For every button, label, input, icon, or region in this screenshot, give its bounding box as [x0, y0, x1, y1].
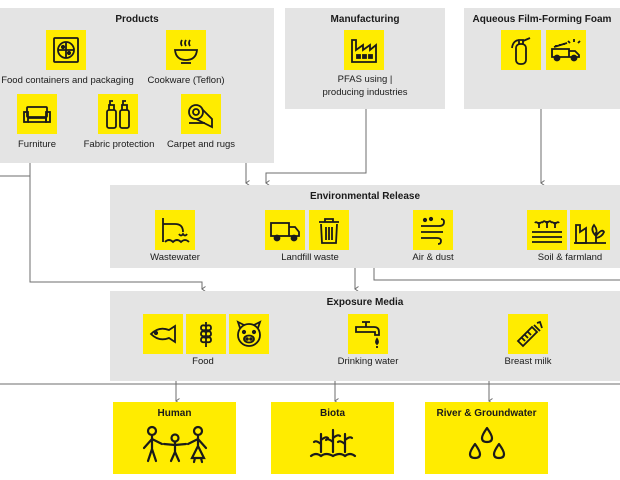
carpet-label: Carpet and rugs [166, 139, 236, 150]
manufacturing-label-line1: PFAS using | [337, 74, 393, 85]
landfill-label: Landfill waste [281, 252, 339, 263]
sofa-icon [17, 94, 57, 134]
baby-bottle-icon [508, 314, 548, 354]
human-box: Human [113, 402, 236, 474]
soil-label: Soil & farmland [537, 252, 603, 263]
cookware-label: Cookware (Teflon) [147, 75, 225, 86]
biota-box: Biota [271, 402, 394, 474]
river-groundwater-title: River & Groundwater [436, 408, 537, 419]
human-title: Human [157, 408, 192, 419]
food-containers-label: Food containers and packaging [1, 75, 134, 86]
faucet-icon [348, 314, 388, 354]
farmland-icon [527, 210, 567, 250]
pig-icon [229, 314, 269, 354]
fire-extinguisher-icon [501, 30, 541, 70]
manufacturing-title: Manufacturing [330, 14, 400, 25]
biota-title: Biota [320, 408, 345, 419]
wastewater-pipe-icon [155, 210, 195, 250]
drinking-water-label: Drinking water [337, 356, 399, 367]
carpet-roll-icon [181, 94, 221, 134]
wind-icon [413, 210, 453, 250]
connector-release-right [373, 268, 620, 281]
connector-manufacturing-to-release [265, 109, 367, 186]
wheat-icon [186, 314, 226, 354]
environmental-release-box: Environmental Release Wastewater Landfil… [110, 185, 620, 268]
afff-title: Aqueous Film-Forming Foam [472, 14, 612, 25]
fish-icon [143, 314, 183, 354]
manufacturing-label-line2: producing industries [322, 87, 408, 98]
furniture-label: Furniture [17, 139, 56, 150]
products-title: Products [115, 14, 159, 25]
fabric-protection-label: Fabric protection [83, 139, 155, 150]
factory-plant-icon [570, 210, 610, 250]
exposure-media-title: Exposure Media [326, 297, 404, 308]
bowl-icon [166, 30, 206, 70]
factory-icon [344, 30, 384, 70]
water-drops-icon [468, 426, 506, 460]
environmental-release-title: Environmental Release [309, 191, 421, 202]
afff-box: Aqueous Film-Forming Foam [464, 8, 620, 109]
fire-truck-icon [546, 30, 586, 70]
spray-bottles-icon [98, 94, 138, 134]
breast-milk-label: Breast milk [504, 356, 552, 367]
wastewater-label: Wastewater [150, 252, 200, 263]
food-label: Food [192, 356, 214, 367]
air-dust-label: Air & dust [412, 252, 454, 263]
manufacturing-box: Manufacturing PFAS using | producing ind… [285, 8, 445, 109]
river-groundwater-box: River & Groundwater [425, 402, 548, 474]
exposure-media-box: Exposure Media Food Drinking water Breas… [110, 291, 620, 381]
pizza-icon [46, 30, 86, 70]
truck-icon [265, 210, 305, 250]
family-icon [142, 425, 208, 464]
products-box: Products Food containers and packaging C… [0, 8, 274, 163]
reeds-water-icon [309, 428, 357, 458]
trash-bin-icon [309, 210, 349, 250]
